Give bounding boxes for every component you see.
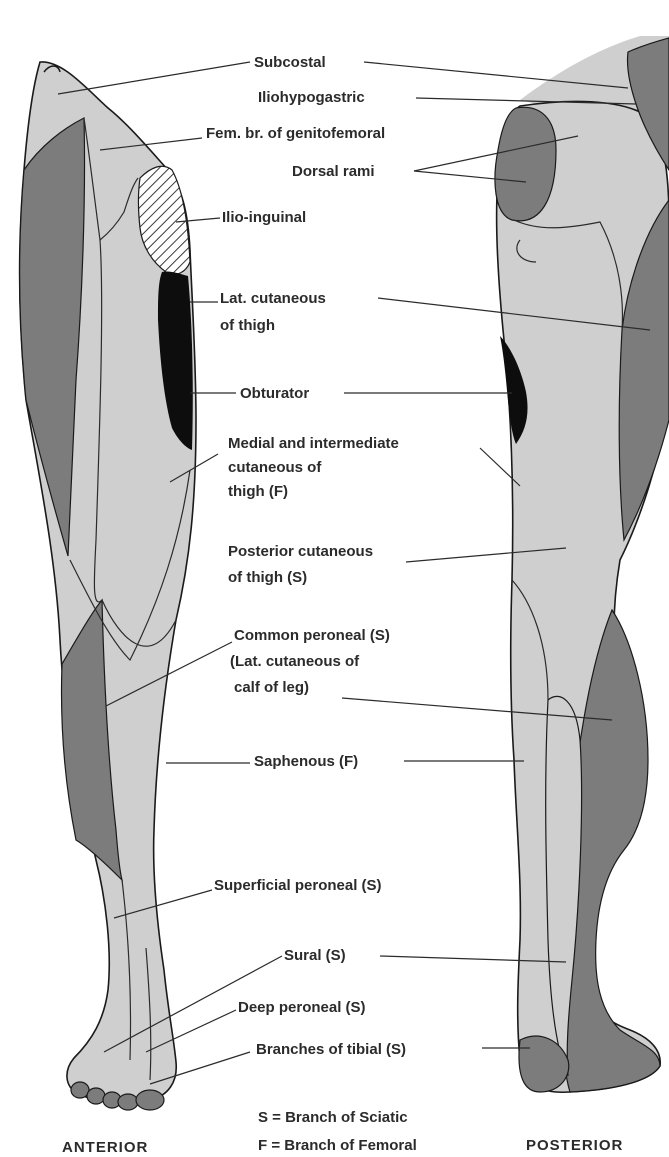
label-posterior-cutaneous-line2: of thigh (S) (228, 569, 307, 586)
label-posterior-cutaneous: Posterior cutaneous (228, 543, 373, 560)
label-superficial-peroneal: Superficial peroneal (S) (214, 877, 382, 894)
label-common-peroneal: Common peroneal (S) (234, 627, 390, 644)
label-sural: Sural (S) (284, 947, 346, 964)
label-medial-intermediate: Medial and intermediate (228, 435, 399, 452)
label-branches-tibial: Branches of tibial (S) (256, 1041, 406, 1058)
anterior-leg (20, 62, 196, 1110)
posterior-leg (495, 36, 669, 1092)
label-subcostal: Subcostal (254, 54, 326, 71)
key-femoral: F = Branch of Femoral (258, 1137, 417, 1154)
label-common-peroneal-line2: (Lat. cutaneous of (230, 653, 360, 670)
label-lat-cutaneous-line2: of thigh (220, 317, 275, 334)
label-medial-intermediate-line2: cutaneous of (228, 459, 322, 476)
view-title-posterior: POSTERIOR (526, 1137, 623, 1154)
label-medial-intermediate-line3: thigh (F) (228, 483, 288, 500)
key-sciatic: S = Branch of Sciatic (258, 1109, 408, 1126)
view-title-anterior: ANTERIOR (62, 1139, 148, 1156)
label-obturator: Obturator (240, 385, 309, 402)
label-dorsal-rami: Dorsal rami (292, 163, 375, 180)
label-common-peroneal-line3: calf of leg) (234, 679, 309, 696)
label-lat-cutaneous: Lat. cutaneous (220, 290, 326, 307)
label-saphenous: Saphenous (F) (254, 753, 358, 770)
label-iliohypogastric: Iliohypogastric (258, 89, 365, 106)
label-deep-peroneal: Deep peroneal (S) (238, 999, 366, 1016)
label-fem-genitofemoral: Fem. br. of genitofemoral (206, 125, 385, 142)
label-ilio-inguinal: Ilio-inguinal (222, 209, 306, 226)
